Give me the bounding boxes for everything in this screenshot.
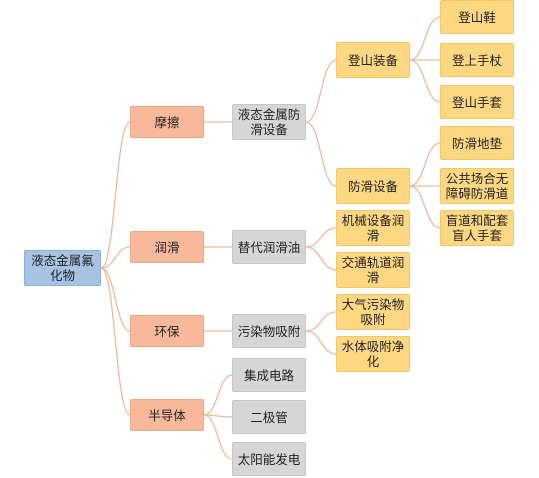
node-semiconductor: 半导体 xyxy=(130,399,204,431)
node-lubricant-replacement: 替代润滑油 xyxy=(232,230,306,264)
connector-node-climbing-gear-to-node-climbing-gloves xyxy=(409,59,441,103)
node-integrated-circuit: 集成电路 xyxy=(232,358,306,392)
node-trekking-pole: 登上手杖 xyxy=(440,43,514,77)
node-diode: 二极管 xyxy=(232,400,306,434)
connector-root-node-to-node-semiconductor xyxy=(100,267,131,416)
node-climbing-gloves: 登山手套 xyxy=(440,85,514,119)
node-pollutant-absorption: 污染物吸附 xyxy=(232,314,306,348)
connector-root-node-to-node-lubrication xyxy=(100,246,131,269)
connector-node-antislip-equipment-to-node-tactile-path-gloves xyxy=(409,185,441,229)
connector-node-semiconductor-to-node-diode xyxy=(203,414,233,418)
connector-node-lubricant-replacement-to-node-rail-lubrication xyxy=(305,246,337,271)
node-mechanical-lubrication: 机械设备润滑 xyxy=(336,210,410,246)
node-antislip-mat: 防滑地垫 xyxy=(440,126,514,160)
node-antislip-equipment: 防滑设备 xyxy=(336,168,410,204)
connector-node-pollutant-absorption-to-node-water-purification xyxy=(305,330,337,355)
node-tactile-path-gloves: 盲道和配套盲人手套 xyxy=(440,210,514,246)
node-friction: 摩擦 xyxy=(130,106,204,138)
node-air-pollutant-absorption: 大气污染物吸附 xyxy=(336,294,410,330)
connector-node-antislip-device-to-node-antislip-equipment xyxy=(305,121,337,187)
connector-node-antislip-device-to-node-climbing-gear xyxy=(305,59,337,123)
connector-node-semiconductor-to-node-solar-power xyxy=(203,414,233,460)
node-climbing-gear: 登山装备 xyxy=(336,42,410,78)
connector-node-lubricant-replacement-to-node-mechanical-lubrication xyxy=(305,227,337,248)
node-environment: 环保 xyxy=(130,315,204,347)
connector-node-climbing-gear-to-node-climbing-shoes xyxy=(409,16,441,61)
connector-node-pollutant-absorption-to-node-air-pollutant-absorption xyxy=(305,311,337,332)
connector-root-node-to-node-environment xyxy=(100,267,131,332)
connector-node-semiconductor-to-node-integrated-circuit xyxy=(203,374,233,416)
connector-node-antislip-equipment-to-node-antislip-mat xyxy=(409,142,441,187)
node-rail-lubrication: 交通轨道润滑 xyxy=(336,252,410,288)
root-node: 液态金属氟化物 xyxy=(24,250,101,286)
node-water-purification: 水体吸附净化 xyxy=(336,336,410,372)
node-solar-power: 太阳能发电 xyxy=(232,442,306,476)
node-public-antislip-path: 公共场合无障碍防滑道 xyxy=(440,168,514,204)
node-climbing-shoes: 登山鞋 xyxy=(440,0,514,34)
node-antislip-device: 液态金属防滑设备 xyxy=(232,104,306,140)
node-lubrication: 润滑 xyxy=(130,231,204,263)
connector-root-node-to-node-friction xyxy=(100,121,131,269)
